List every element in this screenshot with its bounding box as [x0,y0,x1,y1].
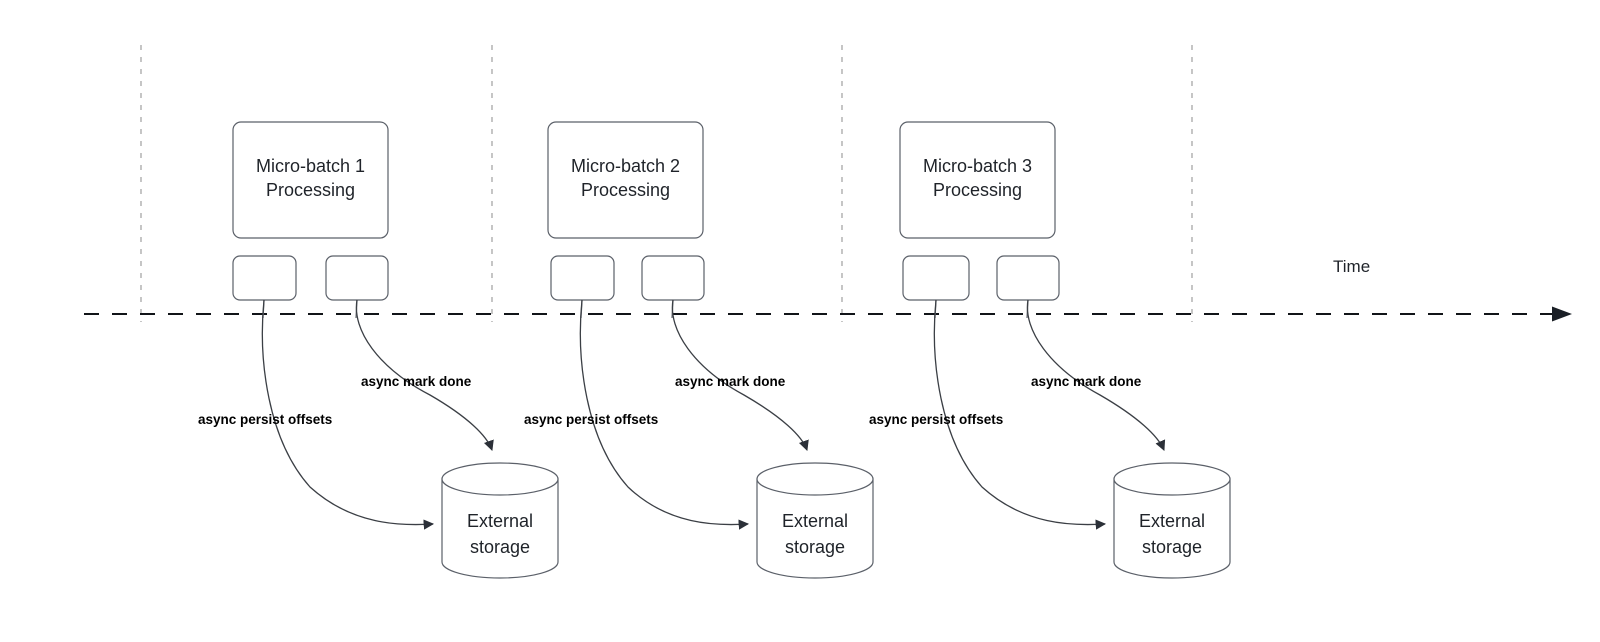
async-persist-offsets-label-3: async persist offsets [869,412,1003,427]
external-storage-1-label-line1: External [467,511,533,531]
micro-batch-group-2: Micro-batch 2 Processing async persist o… [524,121,874,579]
offset-marker-box-2-left[interactable] [550,255,615,301]
offset-marker-box-1-left[interactable] [232,255,297,301]
offset-marker-box-3-left[interactable] [902,255,970,301]
micro-batch-1-box[interactable] [232,121,389,239]
arrow-right-icon [1552,306,1572,322]
external-storage-2-label-line2: storage [785,537,845,557]
done-marker-box-1-right[interactable] [325,255,389,301]
time-axis: Time [84,257,1572,322]
micro-batch-3-label-line2: Processing [933,180,1022,200]
done-marker-box-2-right[interactable] [641,255,705,301]
external-storage-cylinder-3[interactable]: External storage [1113,462,1231,579]
cylinder-top-2 [756,462,874,496]
micro-batch-1-label-line2: Processing [266,180,355,200]
cylinder-top-1 [441,462,559,496]
micro-batch-group-1: Micro-batch 1 Processing async persist o… [198,121,559,579]
external-storage-cylinder-1[interactable]: External storage [441,462,559,579]
async-persist-offsets-arrow-2 [579,299,750,530]
cylinder-body-2 [756,478,874,579]
async-mark-done-arrow-3 [1026,299,1166,451]
micro-batch-group-3: Micro-batch 3 Processing async persist o… [869,121,1231,579]
async-persist-offsets-label-1: async persist offsets [198,412,332,427]
micro-batch-3-box[interactable] [899,121,1056,239]
async-persist-offsets-arrow-1 [261,299,435,530]
external-storage-3-label-line2: storage [1142,537,1202,557]
time-axis-label: Time [1333,257,1370,276]
cylinder-body-1 [441,478,559,579]
async-persist-offsets-label-2: async persist offsets [524,412,658,427]
tick-lines [140,45,1193,322]
external-storage-3-label-line1: External [1139,511,1205,531]
external-storage-2-label-line1: External [782,511,848,531]
done-marker-box-3-right[interactable] [996,255,1060,301]
micro-batch-2-label-line1: Micro-batch 2 [571,156,680,176]
async-mark-done-arrow-2 [671,299,809,451]
micro-batch-1-label-line1: Micro-batch 1 [256,156,365,176]
cylinder-body-3 [1113,478,1231,579]
async-mark-done-label-1: async mark done [361,374,472,389]
micro-batch-2-label-line2: Processing [581,180,670,200]
async-mark-done-arrow-1 [355,299,494,451]
async-mark-done-label-2: async mark done [675,374,786,389]
external-storage-cylinder-2[interactable]: External storage [756,462,874,579]
cylinder-top-3 [1113,462,1231,496]
async-mark-done-label-3: async mark done [1031,374,1142,389]
micro-batch-2-box[interactable] [547,121,704,239]
external-storage-1-label-line2: storage [470,537,530,557]
async-persist-offsets-arrow-3 [933,299,1107,530]
micro-batch-3-label-line1: Micro-batch 3 [923,156,1032,176]
